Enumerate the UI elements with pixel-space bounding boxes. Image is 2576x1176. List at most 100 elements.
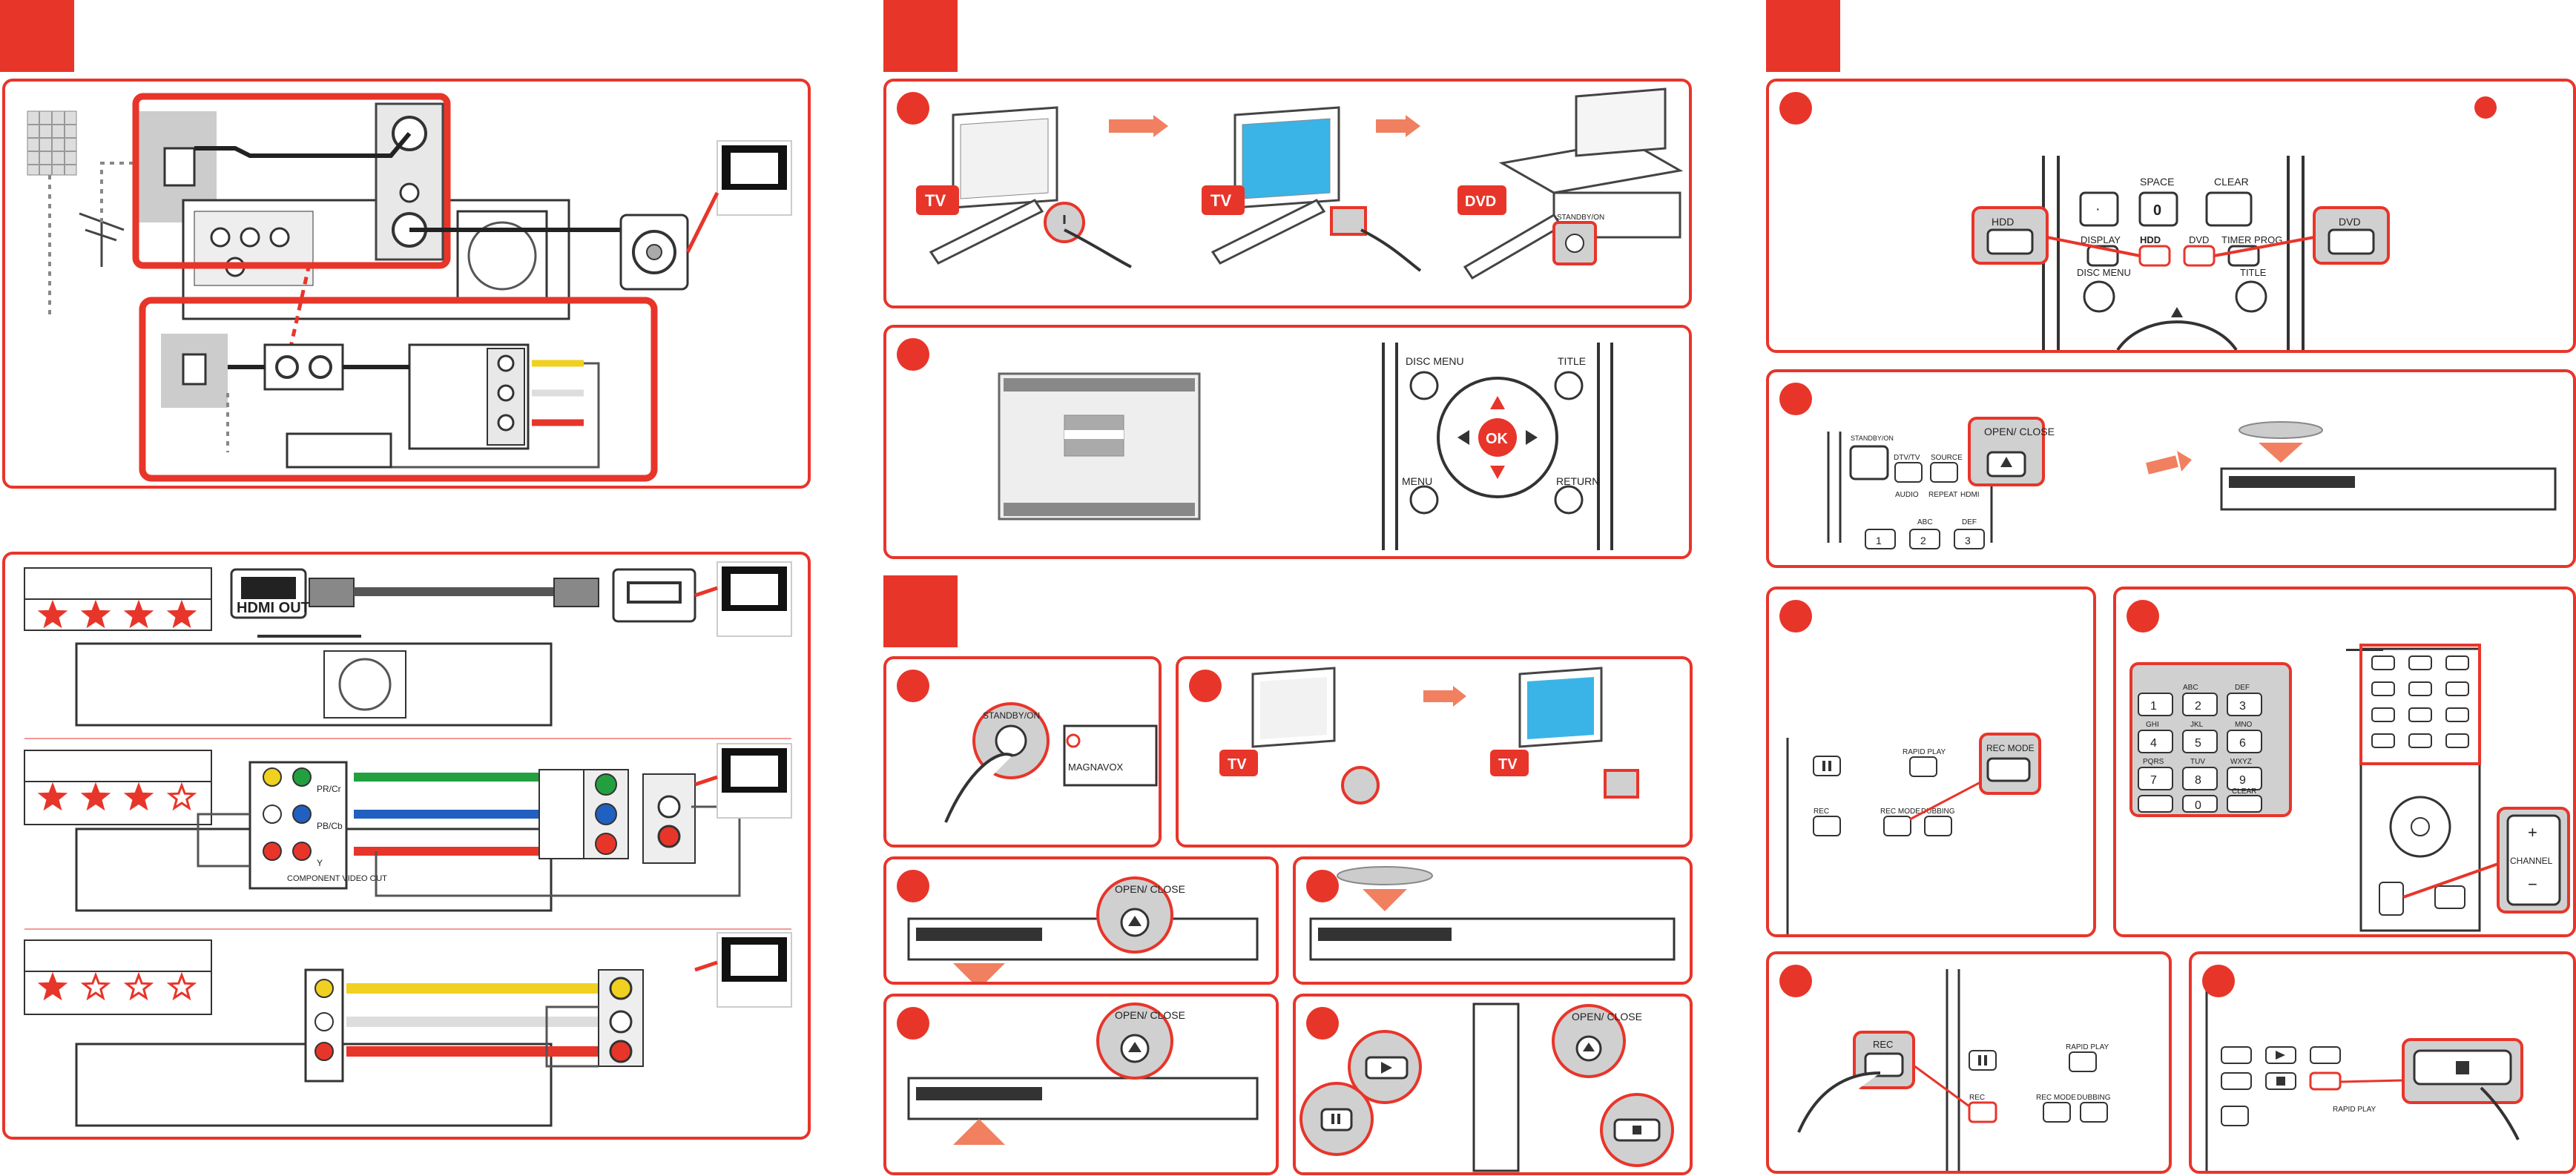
step-marker	[897, 870, 929, 902]
step-marker	[1779, 600, 1812, 632]
tv-mode-label-3: TV	[1228, 756, 1247, 773]
repeat-label: REPEAT	[1928, 491, 1957, 499]
component-video-out-label: COMPONENT VIDEO OUT	[287, 874, 387, 883]
key-0[interactable]: 0	[2195, 799, 2201, 812]
space-label: SPACE	[2140, 176, 2174, 188]
dot-key[interactable]: ·	[2095, 201, 2101, 217]
panel-standby: MAGNAVOX STANDBY/ON	[883, 656, 1162, 848]
dvd-mode-label: DVD	[1465, 194, 1496, 210]
channel-select-diagram: ABC DEF 1 2 3 GHI JKL MNO 4 5 6 PQRS TUV…	[2116, 589, 2573, 934]
step-marker	[2202, 965, 2235, 997]
close-tray-diagram: OPEN/ CLOSE	[886, 997, 1276, 1172]
panel-insert-disc	[1293, 856, 1693, 985]
playback-controls-diagram: OPEN/ CLOSE	[1296, 997, 1690, 1172]
clear-label: CLEAR	[2214, 176, 2249, 188]
open-close-label-1: OPEN/ CLOSE	[1115, 883, 1185, 895]
mno-label: MNO	[2235, 721, 2253, 729]
key-1b[interactable]: 1	[2150, 700, 2157, 713]
standby-on-label: STANDBY/ON	[1557, 214, 1604, 222]
pqrs-label: PQRS	[2143, 758, 2164, 766]
open-tray-record-diagram: STANDBY/ON DTV/TV SOURCE AUDIO REPEAT HD…	[1769, 372, 2573, 565]
key-8[interactable]: 8	[2195, 774, 2201, 787]
panel-playback-controls: OPEN/ CLOSE	[1293, 994, 1693, 1175]
step-marker	[1779, 965, 1812, 997]
rec-label: REC	[1814, 807, 1829, 816]
menu-label: MENU	[1402, 475, 1432, 487]
dvd-callout-label: DVD	[2339, 216, 2361, 228]
menu-navigation-diagram: DISC MENU TITLE OK MENU RETURN	[886, 328, 1689, 556]
rapid-play-label-3: RAPID PLAY	[2333, 1106, 2376, 1114]
rooftop-antenna-icon	[27, 111, 124, 267]
standby-on-label-3: STANDBY/ON	[1851, 435, 1894, 442]
panel-close-tray: OPEN/ CLOSE	[883, 994, 1279, 1175]
section-3-header-block	[883, 575, 958, 647]
abc-label: ABC	[1917, 518, 1933, 526]
key-5[interactable]: 5	[2195, 737, 2201, 750]
hdmi-label: HDMI	[1960, 491, 1980, 499]
title-label-2: TITLE	[2240, 267, 2267, 278]
source-label: SOURCE	[1931, 454, 1963, 462]
panel-rec-mode: REC RAPID PLAY REC MODE DUBBING REC MODE	[1766, 587, 2096, 937]
rec-mode-diagram: REC RAPID PLAY REC MODE DUBBING REC MODE	[1769, 589, 2093, 934]
tv-input-diagram: TV TV	[1179, 659, 1690, 845]
rec-mode-label: REC MODE	[1880, 807, 1920, 816]
insert-disc-diagram	[1296, 859, 1690, 982]
def-label: DEF	[1962, 518, 1977, 526]
key-2[interactable]: 2	[1920, 535, 1926, 546]
panel-menu-navigation: DISC MENU TITLE OK MENU RETURN	[883, 325, 1692, 559]
panel-channel-select: ABC DEF 1 2 3 GHI JKL MNO 4 5 6 PQRS TUV…	[2113, 587, 2576, 937]
rec-callout-label: REC	[1873, 1039, 1893, 1050]
section-1-header-block	[0, 0, 74, 72]
step-marker	[897, 1007, 929, 1040]
step-marker	[1306, 870, 1339, 902]
step-marker-small	[2474, 96, 2497, 119]
title-label: TITLE	[1558, 355, 1586, 367]
return-label: RETURN	[1556, 475, 1599, 487]
hdmi-out-label: HDMI OUT	[237, 600, 310, 616]
key-3[interactable]: 3	[1965, 535, 1971, 546]
antenna-connection-diagram	[5, 82, 808, 486]
dvd-key-label: DVD	[2189, 234, 2209, 245]
panel-start-recording: RAPID PLAY REC REC MODE DUBBING REC	[1766, 951, 2172, 1174]
zero-key[interactable]: 0	[2153, 202, 2161, 219]
key-9[interactable]: 9	[2239, 774, 2246, 787]
rec-label-2: REC	[1969, 1094, 1985, 1102]
step-marker	[2127, 600, 2159, 632]
panel-tv-input: TV TV	[1176, 656, 1693, 848]
channel-label: CHANNEL	[2510, 856, 2553, 866]
tv-mode-label-2: TV	[1210, 191, 1231, 210]
jkl-label: JKL	[2190, 721, 2204, 729]
rec-mode-label-2: REC MODE	[2036, 1094, 2076, 1102]
panel-stop-recording: RAPID PLAY	[2189, 951, 2576, 1174]
tv-icon-composite	[695, 933, 791, 1007]
channel-plus[interactable]: +	[2528, 823, 2537, 842]
channel-minus[interactable]: −	[2528, 875, 2537, 893]
step-marker	[897, 92, 929, 125]
key-7[interactable]: 7	[2150, 774, 2157, 787]
key-6[interactable]: 6	[2239, 737, 2246, 750]
panel-antenna-connection	[2, 79, 811, 489]
key-2b[interactable]: 2	[2195, 700, 2201, 713]
step-marker	[1779, 92, 1812, 125]
ghi-label: GHI	[2146, 721, 2159, 729]
step-marker	[897, 338, 929, 371]
key-4[interactable]: 4	[2150, 737, 2157, 750]
panel-select-mode: · SPACE 0 CLEAR DISPLAY HDD DVD TIMER PR…	[1766, 79, 2576, 353]
open-tray-diagram: OPEN/ CLOSE	[886, 859, 1276, 982]
open-close-label-2: OPEN/ CLOSE	[1115, 1009, 1185, 1021]
magnavox-label: MAGNAVOX	[1068, 762, 1123, 773]
step-marker	[1189, 670, 1222, 702]
open-close-label-3: OPEN/ CLOSE	[1572, 1011, 1642, 1023]
start-recording-diagram: RAPID PLAY REC REC MODE DUBBING REC	[1769, 954, 2169, 1171]
wxyz-label: WXYZ	[2230, 758, 2252, 766]
mode-select-diagram: · SPACE 0 CLEAR DISPLAY HDD DVD TIMER PR…	[1769, 82, 2573, 350]
key-3b[interactable]: 3	[2239, 700, 2246, 713]
hdd-callout-label: HDD	[1992, 216, 2014, 228]
audio-label: AUDIO	[1895, 491, 1919, 499]
tv-icon	[688, 141, 791, 252]
av-connection-diagrams: HDMI OUT	[5, 555, 808, 1137]
key-1[interactable]: 1	[1876, 535, 1882, 546]
tv-mode-label-1: TV	[925, 191, 946, 210]
dubbing-label-2: DUBBING	[2077, 1094, 2111, 1102]
abc-label-2: ABC	[2183, 684, 2198, 692]
